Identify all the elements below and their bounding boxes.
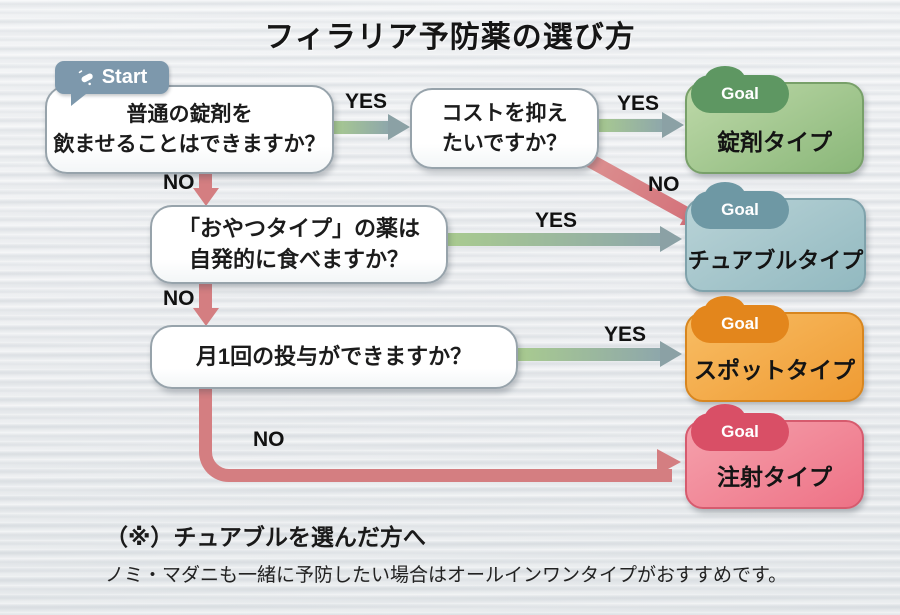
question-line: 月1回の投与ができますか？: [195, 343, 473, 369]
goal-spot-type: Goal スポットタイプ: [685, 296, 864, 402]
question-tablet-possible: 普通の錠剤を 飲ませることはできますか？: [45, 85, 334, 174]
question-line: 自発的に食べますか？: [188, 246, 409, 272]
arrow-q4-injection-head: [657, 449, 681, 475]
question-line: 飲ませることはできますか？: [53, 132, 326, 156]
arrow-q1-q2: [331, 114, 410, 140]
arrow-q3-q4: [192, 284, 219, 326]
goal-label: 注射タイプ: [717, 464, 832, 490]
goal-tablet-type: Goal 錠剤タイプ: [685, 66, 864, 174]
edge-label-no: NO: [253, 428, 285, 451]
arrow-q4-injection: [199, 385, 672, 482]
arrow-q4-spot: [516, 341, 682, 367]
edge-label-yes: YES: [535, 209, 578, 232]
question-treat-type: 「おやつタイプ」の薬は 自発的に食べますか？: [150, 205, 448, 284]
arrow-q3-chewable: [446, 226, 682, 252]
arrow-q1-q3: [192, 169, 219, 206]
goal-tab: Goal: [691, 66, 789, 113]
edge-label-yes: YES: [345, 90, 388, 113]
question-monthly-dose: 月1回の投与ができますか？: [150, 325, 518, 389]
pill-icon: [78, 70, 93, 86]
footer-note-body: ノミ・マダニも一緒に予防したい場合はオールインワンタイプがおすすめです。: [105, 565, 788, 586]
edge-label-yes: YES: [604, 323, 647, 346]
goal-tab: Goal: [691, 296, 789, 343]
question-line: 「おやつタイプ」の薬は: [177, 215, 420, 241]
question-line: コストを抑え: [441, 102, 568, 126]
edge-label-yes: YES: [617, 92, 660, 115]
goal-chewable-type: Goal チュアブルタイプ: [685, 182, 866, 292]
goal-label: 錠剤タイプ: [717, 129, 832, 155]
question-cost: コストを抑え たいですか？: [410, 88, 599, 169]
edge-label-no: NO: [648, 173, 680, 196]
goal-injection-type: Goal 注射タイプ: [685, 404, 864, 509]
goal-tab: Goal: [691, 182, 789, 229]
question-line: 普通の錠剤を: [126, 103, 253, 127]
question-line: たいですか？: [441, 131, 568, 155]
goal-label: スポットタイプ: [694, 357, 855, 383]
footer-note-heading: （※）チュアブルを選んだ方へ: [105, 524, 426, 550]
goal-label: チュアブルタイプ: [687, 248, 864, 273]
edge-label-no: NO: [163, 171, 195, 194]
arrow-q2-tablet: [596, 112, 684, 138]
start-badge: Start: [55, 61, 169, 106]
page-title: フィラリア予防薬の選び方: [264, 21, 636, 54]
edge-label-no: NO: [163, 287, 195, 310]
start-label: Start: [101, 66, 148, 88]
goal-tab: Goal: [691, 404, 789, 451]
